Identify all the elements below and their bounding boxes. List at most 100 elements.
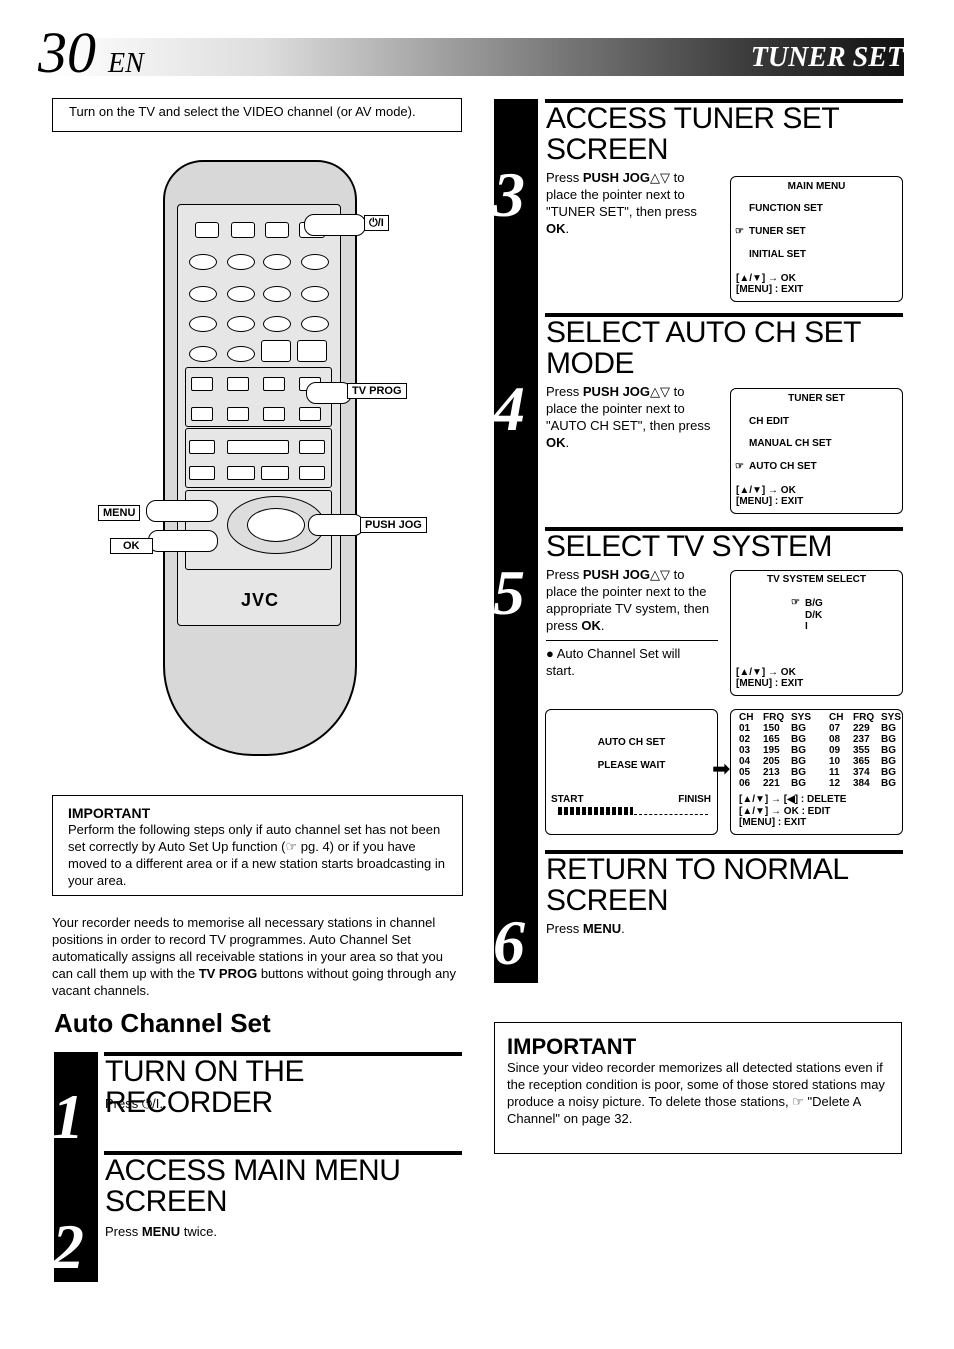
tv-prog-label: TV PROG [347, 383, 407, 399]
step-number: 4 [493, 373, 525, 444]
channel-cell: 12 [829, 778, 841, 789]
page-language: EN [108, 48, 144, 79]
osd-main-menu: MAIN MENU FUNCTION SET ☞ TUNER SET INITI… [730, 176, 903, 302]
channel-header: SYS [881, 712, 902, 723]
important-body: Perform the following steps only if auto… [68, 822, 445, 888]
step-rule [545, 313, 903, 317]
progress-fill [558, 807, 633, 815]
channel-cell: 355 [853, 745, 870, 756]
step-bar-3-6 [494, 99, 538, 983]
header-bar [52, 38, 904, 76]
menu-label: MENU [98, 505, 141, 521]
osd-tuner-set: TUNER SET CH EDIT MANUAL CH SET ☞ AUTO C… [730, 388, 903, 514]
bullet-note: ● Auto Channel Set will start. [546, 646, 681, 678]
arrow-icon: ➡ [712, 756, 731, 781]
section-title: TUNER SET [750, 42, 904, 73]
channel-cell: 384 [853, 778, 870, 789]
step-title: ACCESS MAIN MENU SCREEN [105, 1154, 401, 1218]
step-instruction: Press MENU twice. [105, 1224, 217, 1239]
step-number: 2 [52, 1211, 84, 1282]
step-title: TURN ON THE RECORDER [105, 1055, 304, 1119]
step-number: 6 [493, 907, 525, 978]
channel-cell: 02 [739, 734, 751, 745]
channel-cell: BG [791, 756, 806, 767]
channel-cell: BG [881, 745, 896, 756]
channel-cell: 10 [829, 756, 841, 767]
channel-cell: 229 [853, 723, 870, 734]
step-instruction: Press ⏻/I. [105, 1096, 163, 1111]
channel-cell: BG [791, 767, 806, 778]
channel-cell: 221 [763, 778, 780, 789]
channel-cell: BG [881, 778, 896, 789]
channel-cell: 01 [739, 723, 751, 734]
progress-track [558, 808, 708, 815]
channel-cell: 165 [763, 734, 780, 745]
channel-cell: BG [791, 723, 806, 734]
step-title: RETURN TO NORMAL SCREEN [546, 853, 848, 917]
step-rule [545, 527, 903, 531]
channel-cell: BG [881, 767, 896, 778]
channel-cell: 150 [763, 723, 780, 734]
step-title: SELECT AUTO CH SET MODE [546, 316, 861, 380]
auto-channel-title: Auto Channel Set [54, 1008, 271, 1038]
step-title: ACCESS TUNER SET SCREEN [546, 102, 839, 166]
channel-cell: 05 [739, 767, 751, 778]
step-number: 5 [493, 557, 525, 628]
step-rule [545, 850, 903, 854]
important-body: Since your video recorder memorizes all … [507, 1060, 885, 1126]
hand-pointer-icon [306, 382, 352, 404]
channel-cell: 07 [829, 723, 841, 734]
channel-cell: 237 [853, 734, 870, 745]
osd-auto-ch-set: AUTO CH SET PLEASE WAIT START FINISH [545, 709, 718, 835]
channel-cell: 11 [829, 767, 840, 778]
important-title: IMPORTANT [507, 1034, 637, 1059]
channel-cell: 374 [853, 767, 870, 778]
description-text: Your recorder needs to memorise all nece… [52, 915, 456, 998]
channel-cell: 09 [829, 745, 841, 756]
channel-header: CH [829, 712, 844, 723]
page-number: 30 [38, 20, 96, 85]
important-box-right: IMPORTANT Since your video recorder memo… [494, 1022, 902, 1154]
push-jog-label: PUSH JOG [360, 517, 427, 533]
channel-cell: 06 [739, 778, 751, 789]
pointer-icon: ☞ [735, 461, 744, 472]
channel-cell: 03 [739, 745, 751, 756]
please-wait-text: PLEASE WAIT [597, 760, 666, 771]
channel-cell: BG [791, 778, 806, 789]
step-rule [104, 1151, 462, 1155]
step-rule [545, 99, 903, 103]
channel-cell: 04 [739, 756, 751, 767]
step-rule [104, 1052, 462, 1056]
important-box-left: IMPORTANT Perform the following steps on… [52, 795, 463, 896]
step-instruction: Press PUSH JOG△▽ to place the pointer ne… [546, 384, 711, 450]
step-instruction: Press PUSH JOG△▽ to place the pointer ne… [546, 567, 710, 633]
step-number: 3 [493, 159, 525, 230]
channel-header: SYS [791, 712, 812, 723]
remote-control: JVC [163, 160, 357, 756]
channel-cell: 08 [829, 734, 841, 745]
step-instruction: Press PUSH JOG△▽ to place the pointer ne… [546, 170, 697, 236]
channel-cell: BG [881, 723, 896, 734]
channel-cell: BG [881, 734, 896, 745]
channel-header: FRQ [853, 712, 875, 723]
step-instruction: Press MENU. [546, 921, 625, 936]
hand-pointer-icon [148, 530, 218, 552]
pointer-icon: ☞ [791, 597, 800, 608]
channel-cell: 365 [853, 756, 870, 767]
osd-tv-system: TV SYSTEM SELECT ☞ B/G D/K I [▲/▼] → OK … [730, 570, 903, 696]
channel-header: CH [739, 712, 754, 723]
brand-logo: JVC [240, 590, 279, 610]
ok-label: OK [110, 538, 153, 554]
step-bar-1-2 [54, 1052, 98, 1282]
pointer-icon: ☞ [735, 226, 744, 237]
step-number: 1 [52, 1081, 84, 1152]
channel-cell: BG [791, 734, 806, 745]
step-title: SELECT TV SYSTEM [546, 530, 832, 563]
intro-note: Turn on the TV and select the VIDEO chan… [52, 98, 462, 132]
hand-pointer-icon [308, 514, 364, 536]
important-title: IMPORTANT [68, 805, 151, 821]
channel-cell: BG [881, 756, 896, 767]
hand-pointer-icon [304, 214, 366, 236]
channel-cell: BG [791, 745, 806, 756]
